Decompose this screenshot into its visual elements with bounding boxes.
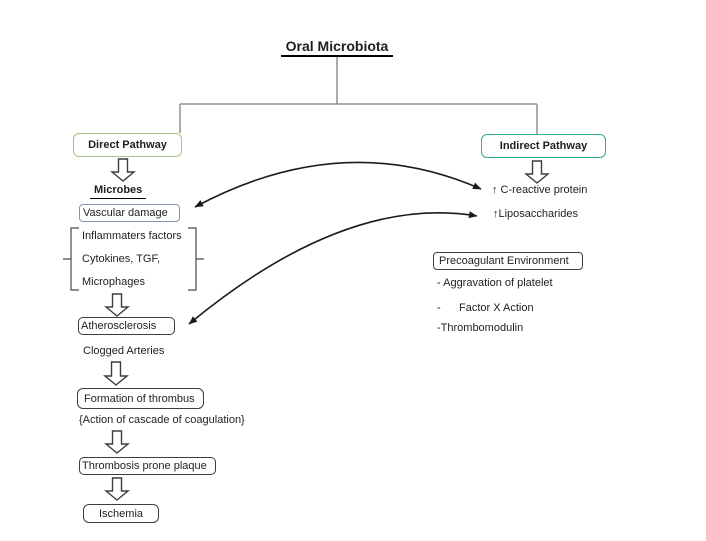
down-block-arrow-6: [524, 160, 550, 184]
aggravation-of-platelet-item: - Aggravation of platelet: [437, 277, 553, 289]
left-bracket: [63, 227, 79, 291]
bracket-item-cytokines: Cytokines, TGF,: [82, 253, 161, 265]
direct-pathway-label: Direct Pathway: [88, 139, 167, 151]
ischemia-label: Ischemia: [98, 507, 144, 520]
indirect-pathway-label: Indirect Pathway: [499, 140, 588, 152]
curved-arrow-vascular-to-crp: [194, 161, 482, 208]
ischemia-box: Ischemia: [83, 504, 159, 523]
vascular-damage-label: Vascular damage: [83, 207, 168, 219]
page-title: Oral Microbiota: [247, 38, 427, 57]
cascade-note-label: {Action of cascade of coagulation}: [79, 414, 245, 426]
bracket-item-microphages: Microphages: [82, 276, 145, 288]
thrombosis-plaque-box: Thrombosis prone plaque: [79, 457, 216, 475]
factor-x-action-item: - Factor X Action: [437, 302, 534, 314]
down-block-arrow-3: [103, 361, 129, 386]
curved-arrow-atherosclerosis-to-liposaccharides: [188, 211, 478, 325]
formation-of-thrombus-box: Formation of thrombus: [77, 388, 204, 409]
right-bracket: [188, 227, 204, 291]
down-block-arrow-4: [104, 430, 130, 454]
direct-pathway-box: Direct Pathway: [73, 133, 182, 157]
bracket-item-inflammaters: Inflammaters factors: [82, 230, 182, 242]
atherosclerosis-label: Atherosclerosis: [81, 320, 157, 332]
down-block-arrow-1: [110, 158, 136, 182]
thrombosis-plaque-label: Thrombosis prone plaque: [82, 460, 207, 472]
precoagulant-environment-box: Precoagulant Environment: [433, 252, 583, 270]
atherosclerosis-box: Atherosclerosis: [78, 317, 175, 335]
clogged-arteries-label: Clogged Arteries: [83, 345, 165, 357]
c-reactive-protein-label: ↑ C-reactive protein: [492, 184, 588, 196]
vascular-damage-box: Vascular damage: [79, 204, 180, 222]
precoagulant-environment-label: Precoagulant Environment: [439, 255, 569, 267]
microbes-label: Microbes: [90, 184, 147, 199]
down-block-arrow-5: [104, 477, 130, 501]
indirect-pathway-box: Indirect Pathway: [481, 134, 606, 158]
formation-of-thrombus-label: Formation of thrombus: [84, 392, 195, 405]
thrombomodulin-item: -Thrombomodulin: [437, 322, 524, 334]
liposaccharides-label: ↑Liposaccharides: [493, 208, 578, 220]
down-block-arrow-2: [104, 293, 130, 317]
